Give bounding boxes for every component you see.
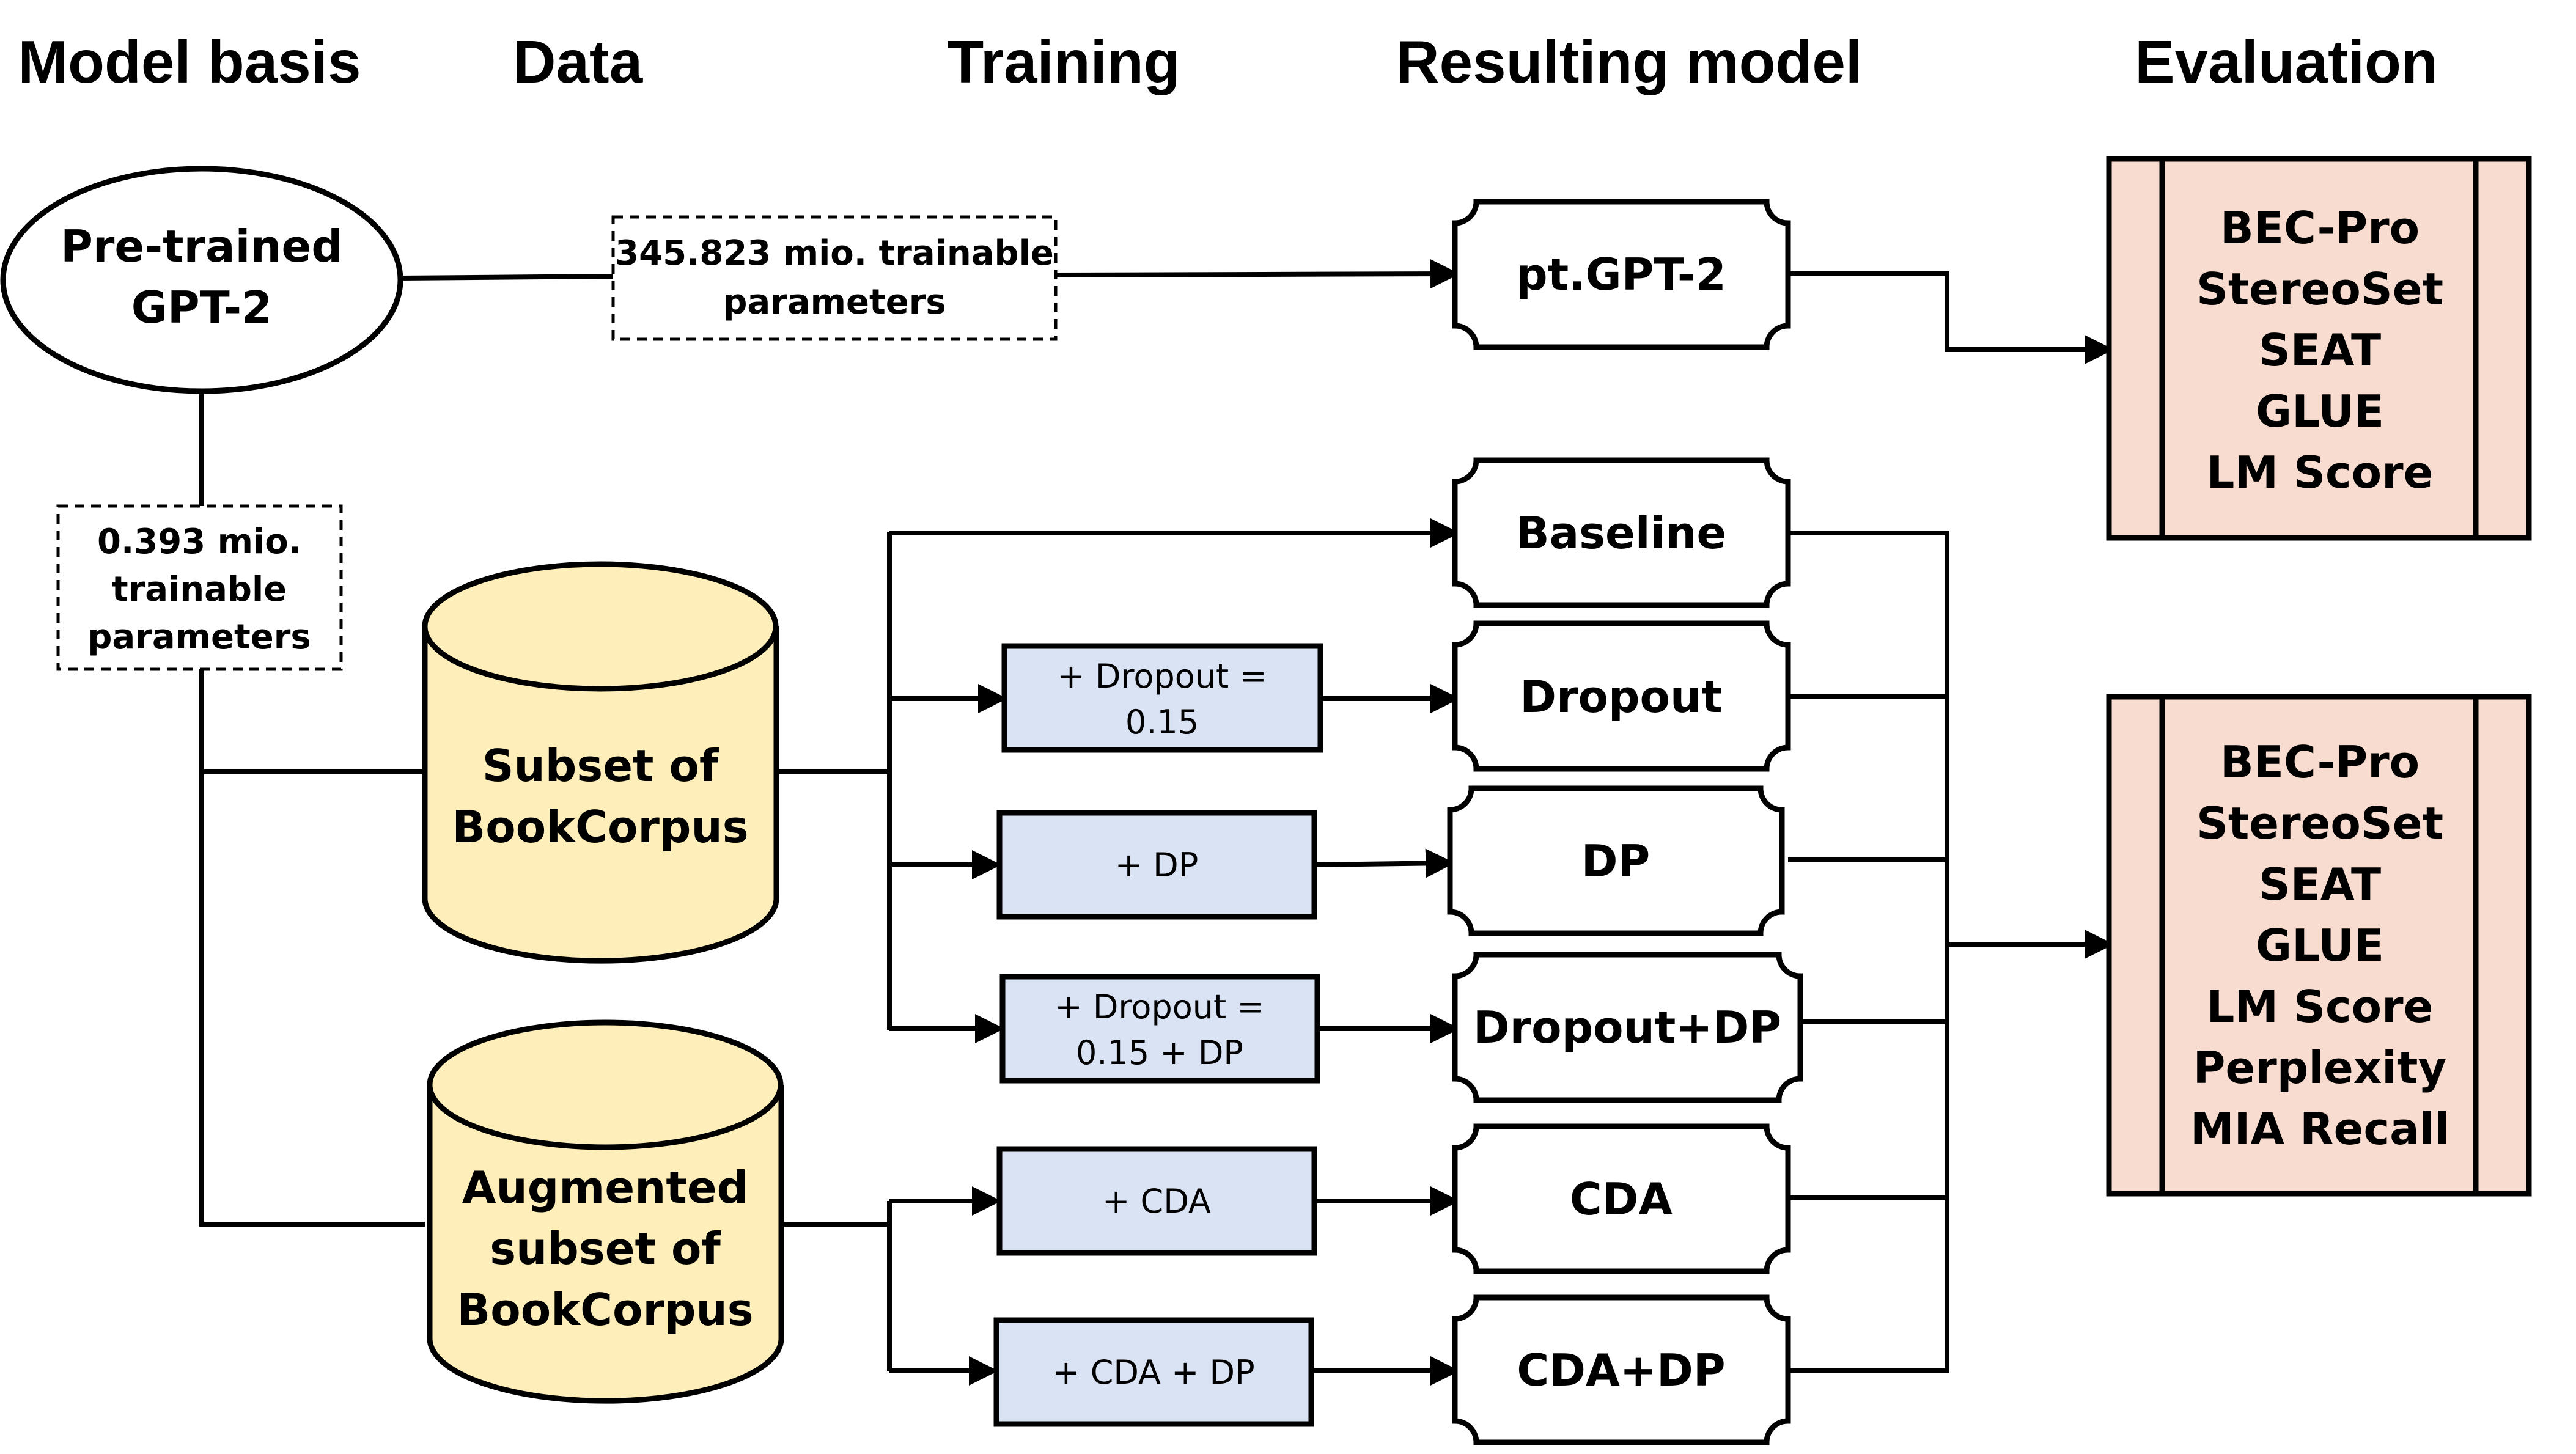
training-cda-label: + CDA bbox=[1102, 1182, 1211, 1221]
augmented-bookcorpus-cylinder: Augmented subset of BookCorpus bbox=[427, 1019, 784, 1404]
training-dropout-line2: 0.15 bbox=[1125, 703, 1199, 741]
params-full-line2: parameters bbox=[723, 282, 946, 322]
model-dropout-label: Dropout bbox=[1520, 671, 1722, 722]
evaluation-metric: SEAT bbox=[2259, 325, 2381, 376]
evaluation-metric: StereoSet bbox=[2196, 798, 2443, 849]
model-pt-gpt2: pt.GPT-2 bbox=[1452, 199, 1791, 350]
training-dp-box: + DP bbox=[996, 810, 1317, 920]
augmented-line1: Augmented bbox=[462, 1162, 748, 1213]
training-dropout-dp-line1: + Dropout = bbox=[1054, 988, 1264, 1026]
evaluation-metric: Perplexity bbox=[2193, 1042, 2447, 1093]
header-resulting-model: Resulting model bbox=[1396, 28, 1862, 95]
model-cda-dp-label: CDA+DP bbox=[1517, 1345, 1725, 1396]
pretrained-gpt2-node: Pre-trained GPT-2 bbox=[0, 166, 403, 394]
evaluation-metric: LM Score bbox=[2207, 447, 2434, 498]
model-dropout: Dropout bbox=[1452, 620, 1791, 772]
training-dropout-line1: + Dropout = bbox=[1057, 657, 1267, 696]
training-dropout-box: + Dropout = 0.15 bbox=[1001, 643, 1323, 753]
augmented-line3: BookCorpus bbox=[457, 1284, 753, 1335]
subset-line1: Subset of bbox=[482, 740, 719, 791]
params-full-line1: 345.823 mio. trainable bbox=[615, 233, 1054, 273]
params-small-line3: parameters bbox=[87, 617, 311, 657]
params-small-line1: 0.393 mio. bbox=[97, 522, 301, 562]
model-baseline-label: Baseline bbox=[1516, 507, 1727, 559]
params-full-note: 345.823 mio. trainable parameters bbox=[611, 215, 1058, 341]
evaluation-metric: GLUE bbox=[2256, 920, 2384, 971]
subset-bookcorpus-cylinder: Subset of BookCorpus bbox=[422, 561, 779, 964]
evaluation-metric: BEC-Pro bbox=[2220, 736, 2420, 788]
header-data: Data bbox=[513, 28, 644, 95]
subset-line2: BookCorpus bbox=[452, 801, 748, 853]
evaluation-metric: StereoSet bbox=[2196, 263, 2443, 315]
connectors bbox=[199, 259, 2114, 1386]
model-dp-label: DP bbox=[1581, 835, 1650, 887]
evaluation-metric: LM Score bbox=[2207, 981, 2434, 1032]
training-dp-label: + DP bbox=[1115, 846, 1199, 884]
model-dropout-dp: Dropout+DP bbox=[1452, 952, 1803, 1103]
model-cda-label: CDA bbox=[1570, 1173, 1673, 1225]
evaluation-metric: MIA Recall bbox=[2190, 1103, 2449, 1155]
header-training: Training bbox=[947, 28, 1180, 95]
training-cda-box: + CDA bbox=[996, 1146, 1317, 1256]
training-dropout-dp-box: + Dropout = 0.15 + DP bbox=[999, 974, 1320, 1084]
pretrained-label-line2: GPT-2 bbox=[131, 282, 272, 333]
pretrained-label-line1: Pre-trained bbox=[61, 221, 343, 272]
model-cda-dp: CDA+DP bbox=[1452, 1294, 1791, 1445]
evaluation-metric: BEC-Pro bbox=[2220, 202, 2420, 254]
evaluation-metric: SEAT bbox=[2259, 859, 2381, 910]
augmented-line2: subset of bbox=[490, 1223, 721, 1274]
training-cda-dp-label: + CDA + DP bbox=[1052, 1353, 1254, 1392]
training-cda-dp-box: + CDA + DP bbox=[993, 1317, 1314, 1427]
params-small-note: 0.393 mio. trainable parameters bbox=[56, 504, 343, 671]
model-dp: DP bbox=[1447, 785, 1785, 936]
model-cda: CDA bbox=[1452, 1123, 1791, 1274]
header-evaluation: Evaluation bbox=[2135, 28, 2438, 95]
header-model-basis: Model basis bbox=[18, 28, 361, 95]
model-dropout-dp-label: Dropout+DP bbox=[1473, 1002, 1781, 1053]
model-baseline: Baseline bbox=[1452, 457, 1791, 608]
training-dropout-dp-line2: 0.15 + DP bbox=[1076, 1034, 1243, 1072]
evaluation-metric: GLUE bbox=[2256, 386, 2384, 437]
params-small-line2: trainable bbox=[112, 570, 287, 609]
model-pt-gpt2-label: pt.GPT-2 bbox=[1516, 249, 1726, 300]
